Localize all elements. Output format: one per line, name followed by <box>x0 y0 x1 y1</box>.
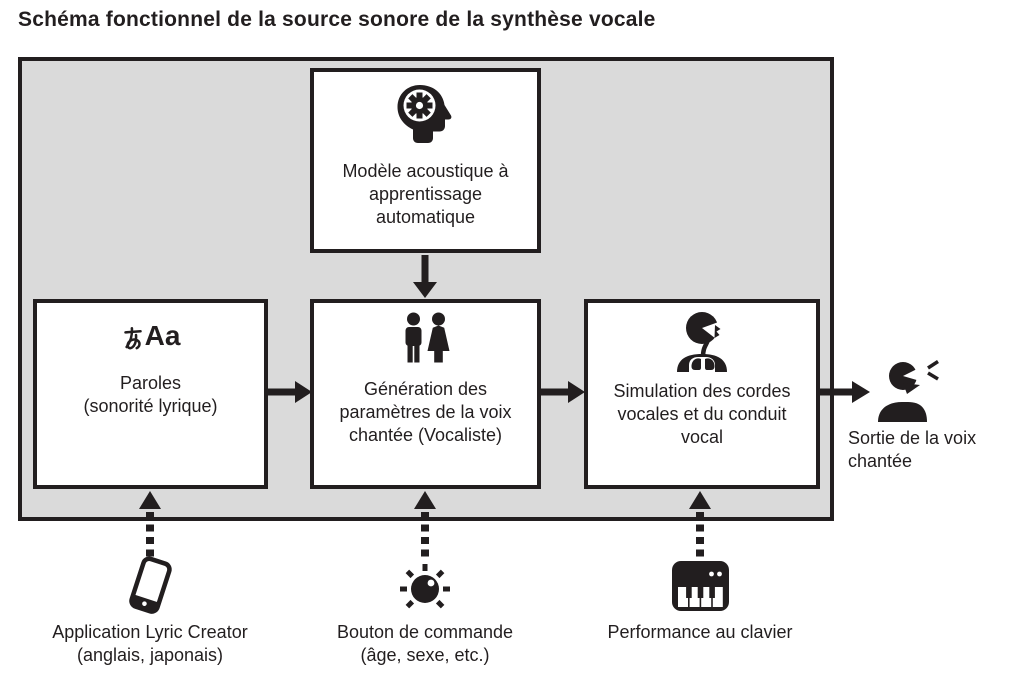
input-knob-line-1: Bouton de commande <box>336 622 514 642</box>
box-lyrics: Aa Paroles (sonorité lyrique) <box>33 299 268 489</box>
output-voice-line-2: chantée <box>848 451 913 471</box>
music-keyboard-icon <box>672 561 729 611</box>
box-acoustic-model-line-2: apprentissage <box>368 184 483 204</box>
input-knob-label: Bouton de commande (âge, sexe, etc.) <box>275 621 575 667</box>
latin-aa-glyph: Aa <box>144 320 181 351</box>
box-vocal-simulation-label: Simulation des cordes vocales et du cond… <box>613 380 790 449</box>
box-vocal-simulation: Simulation des cordes vocales et du cond… <box>584 299 820 489</box>
box-parameter-generation-line-1: Génération des <box>363 379 488 399</box>
box-vocal-simulation-line-3: vocal <box>680 427 724 447</box>
box-parameter-generation-label: Génération des paramètres de la voix cha… <box>339 378 511 447</box>
vocal-tract-icon <box>677 312 727 372</box>
output-voice-label: Sortie de la voix chantée <box>848 427 1010 473</box>
box-acoustic-model-line-3: automatique <box>375 207 476 227</box>
box-parameter-generation: Génération des paramètres de la voix cha… <box>310 299 541 489</box>
box-lyrics-label: Paroles (sonorité lyrique) <box>83 372 217 418</box>
output-voice-line-1: Sortie de la voix <box>848 428 977 448</box>
box-lyrics-line-1: Paroles <box>119 373 182 393</box>
dashed-arrow-keyboard <box>689 491 711 559</box>
box-parameter-generation-line-2: paramètres de la voix <box>339 402 512 422</box>
box-vocal-simulation-line-1: Simulation des cordes <box>613 381 791 401</box>
input-lyric-app-label: Application Lyric Creator (anglais, japo… <box>0 621 300 667</box>
diagram-title: Schéma fonctionnel de la source sonore d… <box>18 8 656 31</box>
smartphone-icon <box>129 556 172 614</box>
arrow-simulation-to-output <box>818 381 870 403</box>
input-lyric-app-line-2: (anglais, japonais) <box>76 645 224 665</box>
arrow-generation-to-simulation <box>539 381 585 403</box>
control-knob-icon <box>400 564 450 609</box>
singing-person-icon <box>878 360 939 422</box>
arrow-model-to-generation <box>413 255 437 298</box>
input-keyboard-line-1: Performance au clavier <box>607 622 793 642</box>
input-lyric-app-line-1: Application Lyric Creator <box>52 622 248 642</box>
hiragana-a-glyph <box>123 326 142 350</box>
machine-learning-head-gear-icon <box>397 85 451 143</box>
dashed-arrow-knob <box>414 491 436 559</box>
box-acoustic-model: Modèle acoustique à apprentissage automa… <box>310 68 541 253</box>
box-parameter-generation-line-3: chantée (Vocaliste) <box>348 425 503 445</box>
box-lyrics-line-2: (sonorité lyrique) <box>83 396 218 416</box>
input-keyboard-label: Performance au clavier <box>550 621 850 644</box>
box-vocal-simulation-line-2: vocales et du conduit <box>617 404 787 424</box>
box-acoustic-model-label: Modèle acoustique à apprentissage automa… <box>342 160 508 229</box>
input-knob-line-2: (âge, sexe, etc.) <box>360 645 490 665</box>
box-acoustic-model-line-1: Modèle acoustique à <box>342 161 509 181</box>
text-characters-glyph: Aa <box>121 320 181 351</box>
man-woman-icon <box>405 312 449 363</box>
arrow-lyrics-to-generation <box>266 381 312 403</box>
dashed-arrow-lyric-app <box>139 491 161 559</box>
